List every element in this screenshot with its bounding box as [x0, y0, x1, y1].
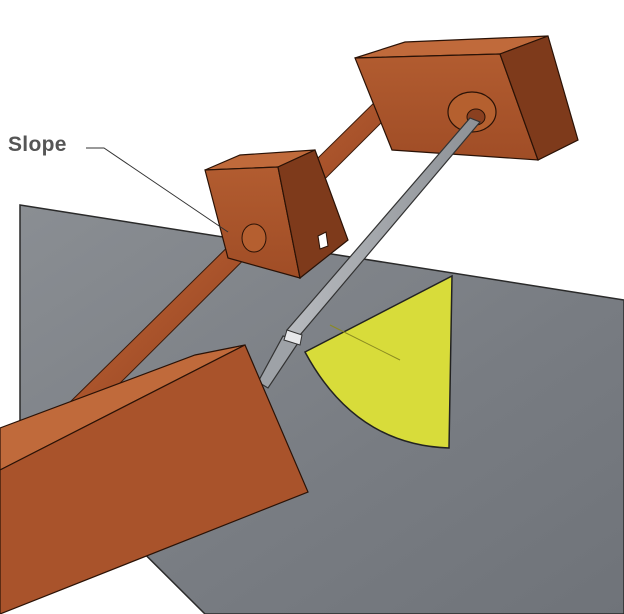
slope-leader-line: [86, 147, 229, 233]
blade-clip: [283, 329, 303, 346]
middle-block-side: [277, 149, 349, 280]
middle-block-notch: [317, 231, 329, 250]
slope-label: Slope: [8, 133, 67, 156]
yellow-sector: [303, 274, 453, 449]
middle-block-rod-hole: [241, 223, 267, 253]
beam-side: [0, 344, 309, 614]
sector-guide-line: [329, 324, 401, 361]
far-block-side: [499, 35, 579, 161]
